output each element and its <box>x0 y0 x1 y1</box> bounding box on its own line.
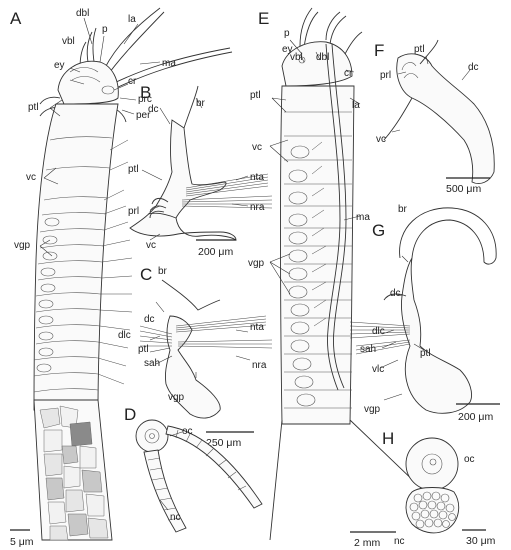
label-g-sah: sah <box>360 344 376 355</box>
label-d-oc: oc <box>182 426 193 437</box>
label-a-vc: vc <box>26 172 36 183</box>
label-c-sah: sah <box>144 358 160 369</box>
label-b-vc: vc <box>146 240 156 251</box>
labels-panel-g: br dc dlc sah ptl vlc vgp <box>360 204 431 415</box>
label-b-br: br <box>196 98 206 109</box>
label-g-dlc: dlc <box>372 326 385 337</box>
label-c-dlc: dlc <box>118 330 131 341</box>
scalebar-label-g: 200 μm <box>458 411 493 423</box>
label-a-cr: cr <box>128 76 137 87</box>
panel-label-e: E <box>258 9 269 28</box>
panel-e-drawing <box>269 7 445 541</box>
label-a-per: per <box>136 110 151 121</box>
label-a-p: p <box>102 24 108 35</box>
label-f-dc: dc <box>468 62 479 73</box>
label-d-nc: nc <box>170 512 181 523</box>
label-a-vbl: vbl <box>62 36 75 47</box>
label-e-ma: ma <box>356 212 370 223</box>
label-b-nta: nta <box>250 172 264 183</box>
label-c-br: br <box>158 266 168 277</box>
labels-panel-e: p ey vbl dbl cr ptl la vc ma vgp <box>248 28 370 269</box>
label-e-vgp: vgp <box>248 258 265 269</box>
panel-label-h: H <box>382 429 394 448</box>
panel-c-drawing <box>139 279 273 433</box>
label-e-dbl: dbl <box>316 52 329 63</box>
scalebar-label-b: 200 μm <box>198 246 233 258</box>
scalebar-label-e: 2 mm <box>354 537 381 549</box>
label-c-ptl: ptl <box>138 344 149 355</box>
panel-b-drawing <box>129 85 273 241</box>
label-h-nc: nc <box>394 536 405 547</box>
label-b-nra: nra <box>250 202 265 213</box>
label-c-dc: dc <box>144 314 155 325</box>
label-a-ma: ma <box>162 58 176 69</box>
scalebar-label-f: 500 μm <box>446 183 481 195</box>
labels-panel-f: ptl prl dc vc <box>376 44 479 145</box>
label-a-dbl: dbl <box>76 8 89 19</box>
label-b-ptl: ptl <box>128 164 139 175</box>
panel-label-a: A <box>10 9 22 28</box>
label-c-nra: nra <box>252 360 267 371</box>
label-a-vgp: vgp <box>14 240 31 251</box>
nc-cells <box>409 491 456 529</box>
label-g-br: br <box>398 204 408 215</box>
label-a-prc: prc <box>138 94 152 105</box>
labels-panel-b: dc br ptl nta prl nra vc <box>128 98 265 251</box>
labels-panel-h: oc nc <box>394 454 475 547</box>
panel-label-c: C <box>140 265 152 284</box>
label-a-ptl: ptl <box>28 102 39 113</box>
label-e-p: p <box>284 28 290 39</box>
panel-label-g: G <box>372 221 385 240</box>
label-f-prl: prl <box>380 70 391 81</box>
label-e-ptl: ptl <box>250 90 261 101</box>
scalebar-label-h: 30 μm <box>466 535 496 547</box>
label-a-ey: ey <box>54 60 65 71</box>
panel-label-b: B <box>140 83 151 102</box>
label-f-ptl: ptl <box>414 44 425 55</box>
label-e-cr: cr <box>344 68 353 79</box>
label-c-vgp: vgp <box>168 392 185 403</box>
panel-label-f: F <box>374 41 384 60</box>
label-e-ey: ey <box>282 44 293 55</box>
label-g-vgp: vgp <box>364 404 381 415</box>
label-b-prl: prl <box>128 206 139 217</box>
label-f-vc: vc <box>376 134 386 145</box>
scalebar-label-c: 250 μm <box>206 437 241 449</box>
label-a-la: la <box>128 14 136 25</box>
label-b-dc: dc <box>148 104 159 115</box>
label-g-ptl: ptl <box>420 348 431 359</box>
label-e-vc: vc <box>252 142 262 153</box>
panel-a-drawing <box>10 7 233 541</box>
label-e-la: la <box>352 100 360 111</box>
labels-panel-c: br dc nta dlc ptl sah nra vgp <box>118 266 267 403</box>
label-h-oc: oc <box>464 454 475 465</box>
panel-d-drawing <box>135 419 263 533</box>
label-e-vbl: vbl <box>290 52 303 63</box>
scalebar-label-a: 5 μm <box>10 536 34 548</box>
labels-panel-d: oc nc <box>170 426 193 523</box>
label-g-dc: dc <box>390 288 401 299</box>
panel-f-drawing <box>383 39 495 184</box>
panel-label-d: D <box>124 405 136 424</box>
panel-h-drawing <box>405 437 486 534</box>
panel-g-drawing <box>349 207 500 414</box>
tube-particles <box>39 405 109 541</box>
label-g-vlc: vlc <box>372 364 384 375</box>
label-c-nta: nta <box>250 322 264 333</box>
labels-panel-a: dbl p la vbl ey cr ma ptl prc per vc vgp <box>14 8 176 251</box>
